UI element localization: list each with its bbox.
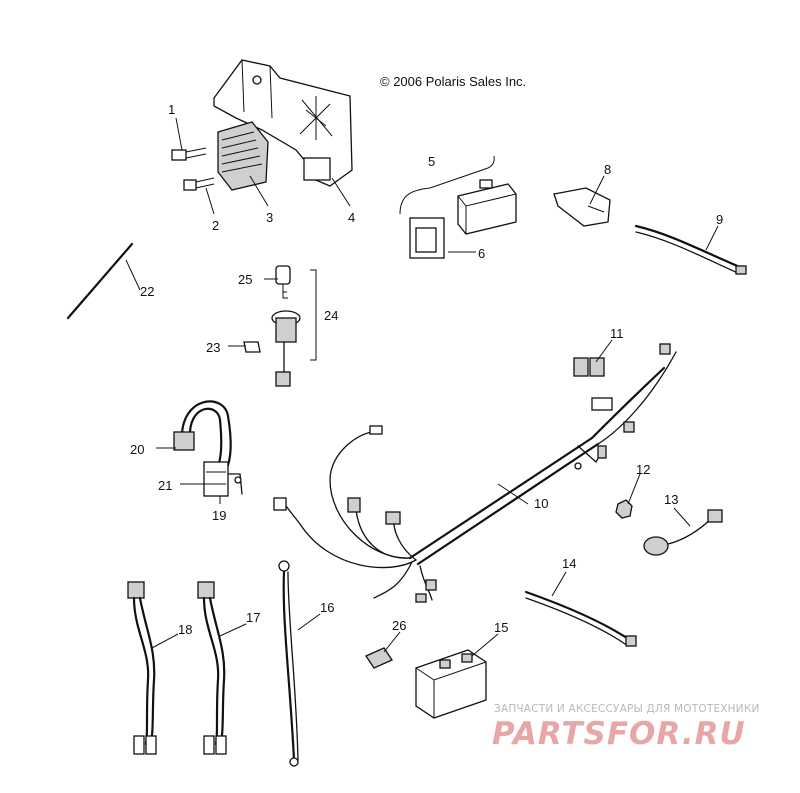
bolt-1 <box>171 147 207 161</box>
callout-17: 17 <box>246 610 260 625</box>
connector-housing <box>409 217 445 259</box>
leader-lines <box>125 117 719 657</box>
callout-18: 18 <box>178 622 192 637</box>
nut-12 <box>615 499 633 519</box>
callout-25: 25 <box>238 272 252 287</box>
main-harness <box>273 343 677 603</box>
callout-3: 3 <box>266 210 273 225</box>
mounting-bracket <box>213 59 353 187</box>
callout-15: 15 <box>494 620 508 635</box>
bolt-2 <box>183 177 215 191</box>
callout-10: 10 <box>534 496 548 511</box>
callout-13: 13 <box>664 492 678 507</box>
watermark-brand-part-a: PARTS <box>492 716 607 752</box>
callout-11: 11 <box>610 326 624 341</box>
callout-22: 22 <box>140 284 154 299</box>
callout-21: 21 <box>158 478 172 493</box>
watermark-brand-part-b: FOR <box>607 716 682 752</box>
fuse-26 <box>365 647 393 669</box>
lead-17 <box>197 581 227 755</box>
strap-9 <box>634 224 747 275</box>
copyright-text: © 2006 Polaris Sales Inc. <box>380 74 526 89</box>
callout-16: 16 <box>320 600 334 615</box>
ignition-key <box>275 265 291 299</box>
battery-15 <box>415 649 487 719</box>
callout-19: 19 <box>212 508 226 523</box>
callout-1: 1 <box>168 102 175 117</box>
sensor-13 <box>643 509 723 556</box>
callout-24: 24 <box>324 308 338 323</box>
lead-18 <box>127 581 157 755</box>
callout-labels: 1 2 3 4 5 6 8 9 22 25 24 23 11 20 21 19 … <box>130 102 723 637</box>
callout-8: 8 <box>604 162 611 177</box>
callout-12: 12 <box>636 462 650 477</box>
watermark-brand: PARTSFOR.RU <box>492 716 746 752</box>
fuse-11 <box>573 357 605 377</box>
callout-23: 23 <box>206 340 220 355</box>
cable-16 <box>278 560 299 767</box>
bracket-line-24 <box>310 269 317 361</box>
callout-4: 4 <box>348 210 355 225</box>
voltage-regulator <box>217 121 269 191</box>
callout-5: 5 <box>428 154 435 169</box>
callout-14: 14 <box>562 556 576 571</box>
ignition-switch <box>271 310 301 387</box>
ignition-coil <box>173 400 243 497</box>
watermark-brand-part-c: .RU <box>682 716 746 752</box>
relay-module <box>457 179 517 235</box>
switch-clip <box>243 341 261 353</box>
fuse-holder <box>553 187 611 227</box>
callout-26: 26 <box>392 618 406 633</box>
wire-22 <box>66 242 134 320</box>
bracket-line-5 <box>399 155 495 215</box>
watermark-tagline: ЗАПЧАСТИ И АКСЕССУАРЫ ДЛЯ МОТОТЕХНИКИ <box>494 703 760 715</box>
callout-2: 2 <box>212 218 219 233</box>
strap-14 <box>524 590 637 647</box>
callout-6: 6 <box>478 246 485 261</box>
watermark: ЗАПЧАСТИ И АКСЕССУАРЫ ДЛЯ МОТОТЕХНИКИ PA… <box>492 703 760 752</box>
callout-20: 20 <box>130 442 144 457</box>
callout-9: 9 <box>716 212 723 227</box>
